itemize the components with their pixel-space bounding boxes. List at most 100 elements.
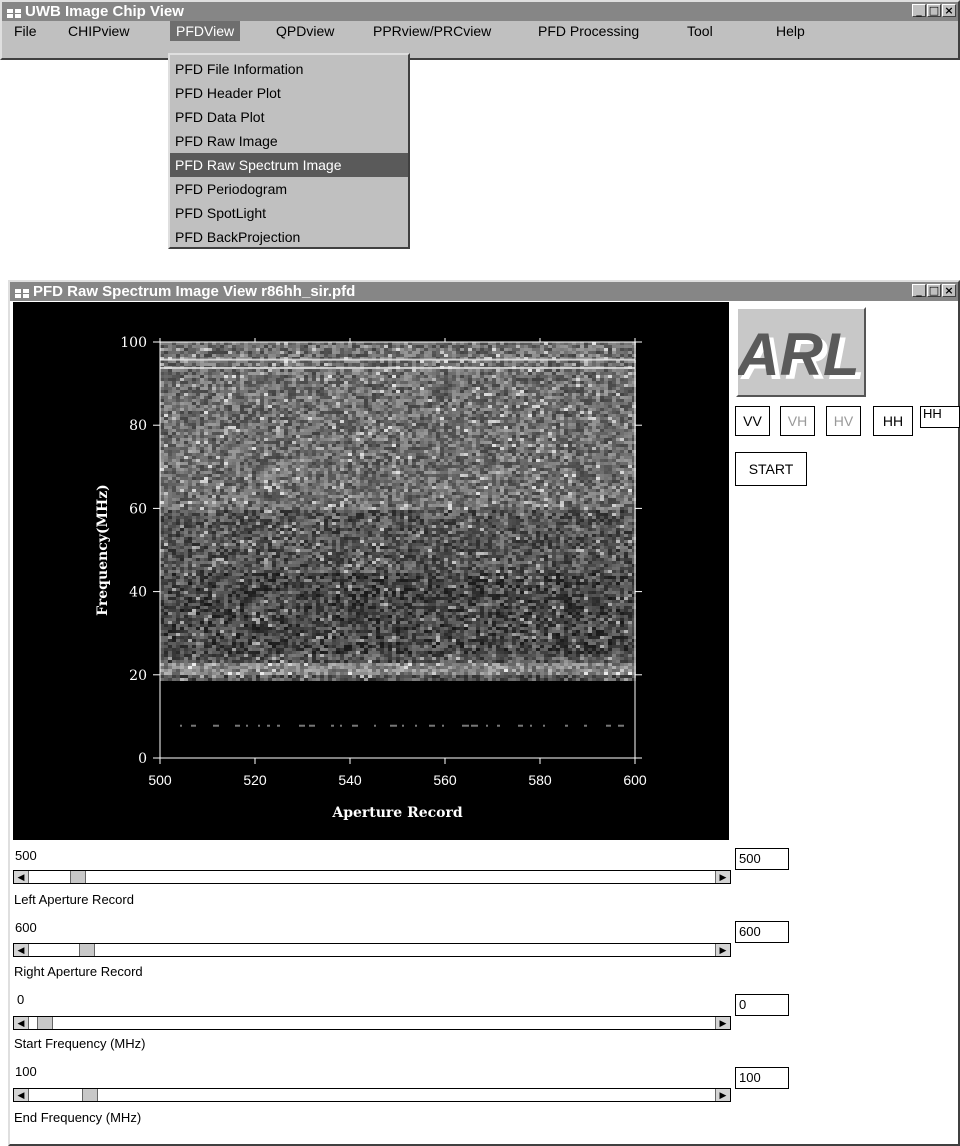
left-arrow-icon[interactable]: ◀ xyxy=(14,944,29,956)
bright-band xyxy=(160,366,635,369)
app-icon[interactable] xyxy=(6,6,22,18)
start-button[interactable]: START xyxy=(735,452,807,486)
low-band-dot xyxy=(340,724,342,727)
low-band-dot xyxy=(390,724,397,727)
slider-thumb[interactable] xyxy=(82,1089,98,1101)
menu-file[interactable]: File xyxy=(14,23,37,39)
end-frequency-slider[interactable]: ◀ ▶ xyxy=(13,1088,731,1102)
x-tick-label: 520 xyxy=(243,772,267,788)
right-aperture-label: Right Aperture Record xyxy=(14,964,143,979)
right-arrow-icon[interactable]: ▶ xyxy=(715,871,730,883)
maximize-icon[interactable]: □ xyxy=(927,4,941,17)
close-icon[interactable]: × xyxy=(942,284,956,297)
maximize-icon[interactable]: □ xyxy=(927,284,941,297)
low-band-dot xyxy=(429,724,435,727)
polarization-value-field[interactable]: HH xyxy=(920,406,960,428)
left-arrow-icon[interactable]: ◀ xyxy=(14,871,29,883)
x-tick-label: 560 xyxy=(433,772,457,788)
start-frequency-label: Start Frequency (MHz) xyxy=(14,1036,146,1051)
hv-button[interactable]: HV xyxy=(826,406,861,436)
dropdown-item-backprojection[interactable]: PFD BackProjection xyxy=(175,229,301,245)
right-arrow-icon[interactable]: ▶ xyxy=(715,1017,730,1029)
low-band-dot xyxy=(415,724,417,727)
low-band-dot xyxy=(352,724,358,727)
main-window-title: UWB Image Chip View xyxy=(25,3,184,20)
menu-tool[interactable]: Tool xyxy=(687,23,713,39)
x-tick-label: 540 xyxy=(338,772,362,788)
slider-thumb[interactable] xyxy=(79,944,95,956)
start-frequency-value[interactable]: 0 xyxy=(735,994,789,1016)
start-frequency-slider[interactable]: ◀ ▶ xyxy=(13,1016,731,1030)
left-arrow-icon[interactable]: ◀ xyxy=(14,1089,29,1101)
y-tick-label: 80 xyxy=(129,418,147,434)
window-icon[interactable] xyxy=(14,286,30,298)
low-band-dot xyxy=(530,724,532,727)
low-band-dot xyxy=(402,724,404,727)
close-icon[interactable]: × xyxy=(942,4,956,17)
low-band-dot xyxy=(180,724,182,727)
x-tick-label: 500 xyxy=(148,772,172,788)
end-frequency-value[interactable]: 100 xyxy=(735,1067,789,1089)
minimize-icon[interactable]: _ xyxy=(912,284,926,297)
dropdown-item-raw-image[interactable]: PFD Raw Image xyxy=(175,133,278,149)
y-tick-label: 60 xyxy=(129,501,147,517)
low-band-dot xyxy=(486,724,488,727)
low-band-dot xyxy=(258,724,260,727)
menu-bar: File CHIPview PFDView QPDview PPRview/PR… xyxy=(2,21,958,41)
end-frequency-label: End Frequency (MHz) xyxy=(14,1110,142,1125)
low-band-dot xyxy=(471,724,478,727)
y-tick-label: 0 xyxy=(138,751,147,767)
heatmap-cells xyxy=(160,342,636,681)
right-arrow-icon[interactable]: ▶ xyxy=(715,944,730,956)
dropdown-item-file-information[interactable]: PFD File Information xyxy=(175,61,304,77)
right-aperture-slider[interactable]: ◀ ▶ xyxy=(13,943,731,957)
left-arrow-icon[interactable]: ◀ xyxy=(14,1017,29,1029)
right-arrow-icon[interactable]: ▶ xyxy=(715,1089,730,1101)
slider-thumb[interactable] xyxy=(37,1017,53,1029)
end-frequency-current: 100 xyxy=(15,1064,37,1079)
dropdown-item-raw-spectrum-image[interactable]: PFD Raw Spectrum Image xyxy=(170,153,408,177)
x-axis-label: Aperture Record xyxy=(331,805,463,821)
vv-button[interactable]: VV xyxy=(735,406,770,436)
low-band-dot xyxy=(267,724,270,727)
arl-logo-graphic: ARL ARL xyxy=(734,321,864,392)
spectrum-window-title: PFD Raw Spectrum Image View r86hh_sir.pf… xyxy=(33,283,356,300)
dropdown-item-spotlight[interactable]: PFD SpotLight xyxy=(175,205,267,221)
dropdown-item-data-plot[interactable]: PFD Data Plot xyxy=(175,109,265,125)
minimize-icon[interactable]: _ xyxy=(912,4,926,17)
low-band-dot xyxy=(497,724,500,727)
main-window: UWB Image Chip View _ □ × File CHIPview … xyxy=(0,0,960,60)
arl-logo-text: ARL xyxy=(738,321,860,388)
dropdown-item-periodogram[interactable]: PFD Periodogram xyxy=(175,181,288,197)
left-aperture-slider[interactable]: ◀ ▶ xyxy=(13,870,731,884)
left-aperture-value[interactable]: 500 xyxy=(735,848,789,870)
y-tick-label: 40 xyxy=(129,585,147,601)
low-band-dot xyxy=(246,724,248,727)
bright-band xyxy=(160,358,635,361)
menu-pfdview[interactable]: PFDView xyxy=(170,21,241,41)
low-band-dot xyxy=(584,724,587,727)
dropdown-item-header-plot[interactable]: PFD Header Plot xyxy=(175,85,281,101)
low-band-dot xyxy=(191,724,196,727)
low-band-dot xyxy=(518,724,523,727)
slider-thumb[interactable] xyxy=(70,871,86,883)
menu-help[interactable]: Help xyxy=(776,23,805,39)
menu-chipview[interactable]: CHIPview xyxy=(68,23,130,39)
low-band-dot xyxy=(277,724,280,727)
right-aperture-value[interactable]: 600 xyxy=(735,921,789,943)
vh-button[interactable]: VH xyxy=(780,406,815,436)
x-tick-label: 600 xyxy=(623,772,647,788)
spectrum-title-bar[interactable]: PFD Raw Spectrum Image View r86hh_sir.pf… xyxy=(10,282,958,301)
low-band-dot xyxy=(442,724,444,727)
pfdview-dropdown: PFD File Information PFD Header Plot PFD… xyxy=(168,53,410,249)
menu-pfd-processing[interactable]: PFD Processing xyxy=(538,23,640,39)
menu-pprview-prcview[interactable]: PPRview/PRCview xyxy=(373,23,492,39)
low-band-dot xyxy=(618,724,624,727)
menu-qpdview[interactable]: QPDview xyxy=(276,23,335,39)
low-band-dot xyxy=(309,724,315,727)
main-title-bar[interactable]: UWB Image Chip View _ □ × xyxy=(2,2,958,21)
hh-button[interactable]: HH xyxy=(873,406,913,436)
low-band-dot xyxy=(299,724,305,727)
y-tick-label: 20 xyxy=(129,668,147,684)
